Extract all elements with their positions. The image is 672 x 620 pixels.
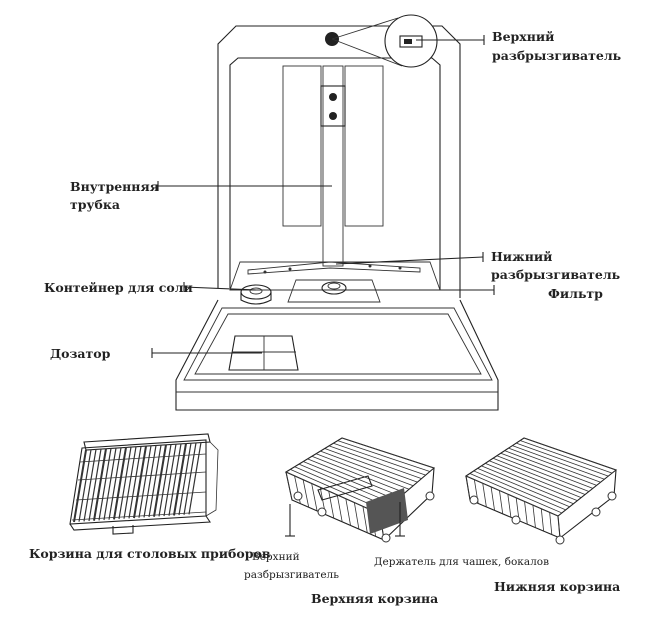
- inner-tube: [322, 65, 344, 267]
- label-lower-sprayer-line1: Нижний: [491, 249, 552, 264]
- cabinet-outline: [217, 25, 461, 298]
- filter-cup: [321, 281, 347, 295]
- label-upper-basket: Верхняя корзина: [311, 591, 438, 606]
- label-lower-sprayer-line2: разбрызгиватель: [491, 267, 620, 282]
- rear-panel-left: [282, 65, 322, 227]
- label-basket-upper-sprayer-line2: разбрызгиватель: [244, 569, 339, 581]
- salt-container-cap: [240, 284, 272, 300]
- cutlery-basket-illustration: [69, 433, 219, 535]
- lower-basket-illustration: [464, 437, 618, 545]
- rear-panel-right: [344, 65, 384, 227]
- label-basket-upper-sprayer-line1: Верхний: [252, 551, 300, 563]
- tub-outline: [229, 57, 441, 290]
- label-cup-holder: Держатель для чашек, бокалов: [374, 556, 549, 568]
- connector-bolt-bottom: [329, 112, 337, 120]
- upper-basket-illustration: [284, 437, 436, 543]
- label-lower-basket: Нижняя корзина: [494, 579, 620, 594]
- label-upper-sprayer-line1: Верхний: [492, 29, 554, 44]
- lower-spray-arm: [247, 261, 421, 275]
- connector-bolt-top: [329, 93, 337, 101]
- label-dispenser: Дозатор: [50, 346, 111, 361]
- label-salt-container: Контейнер для соли: [44, 280, 193, 295]
- dispenser: [228, 335, 299, 371]
- door-outline: [175, 299, 499, 411]
- label-cutlery-basket: Корзина для столовых приборов: [29, 546, 271, 561]
- leader-lines: [151, 35, 495, 358]
- filter-plate: [287, 279, 381, 303]
- label-inner-tube-line2: трубка: [70, 197, 120, 212]
- dishwasher-illustration: [175, 14, 499, 411]
- label-upper-sprayer-line2: разбрызгиватель: [492, 48, 621, 63]
- label-inner-tube-line1: Внутренняя: [70, 179, 159, 194]
- tube-connector: [320, 85, 346, 127]
- door-inner-panel: [183, 307, 493, 381]
- label-filter: Фильтр: [548, 286, 603, 301]
